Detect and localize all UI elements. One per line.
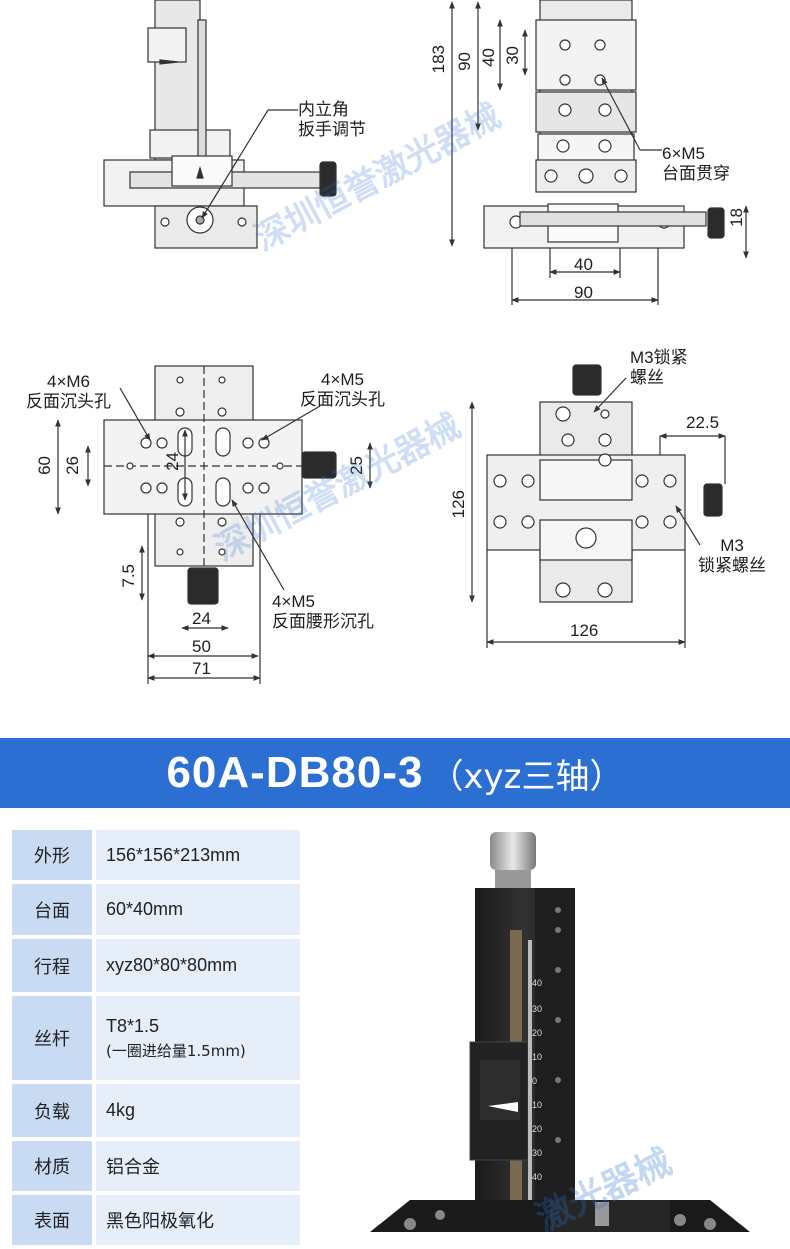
spec-key: 行程 [12, 939, 92, 992]
top-left-view [103, 0, 337, 249]
dim-71: 71 [192, 659, 211, 678]
knob [490, 832, 536, 870]
scale: 40 30 20 10 0 10 20 30 40 [532, 978, 542, 1182]
svg-text:0: 0 [532, 1076, 537, 1086]
product-photo: 40 30 20 10 0 10 20 30 40 激光器械 [370, 832, 750, 1232]
spec-key: 外形 [12, 830, 92, 880]
spec-value: 黑色阳极氧化 [96, 1195, 300, 1245]
callout-4xm6: 4×M6 反面沉头孔 [26, 372, 111, 411]
callout-wrench: 内立角 扳手调节 [298, 100, 366, 139]
spec-table: 外形 156*156*213mm 台面 60*40mm 行程 xyz80*80*… [12, 830, 300, 1249]
dim-18: 18 [727, 208, 746, 227]
svg-text:20: 20 [532, 1124, 542, 1134]
svg-text:30: 30 [532, 1004, 542, 1014]
spec-key: 台面 [12, 884, 92, 935]
spec-value: T8*1.5 (一圈进给量1.5mm) [96, 996, 300, 1080]
bottom-right-view [469, 364, 726, 648]
dim-30v: 30 [503, 46, 522, 65]
dim-26: 26 [63, 456, 82, 475]
svg-text:10: 10 [532, 1100, 542, 1110]
dim-24h: 24 [192, 609, 211, 628]
dim-126h: 126 [570, 621, 599, 640]
spec-key: 表面 [12, 1195, 92, 1245]
svg-text:40: 40 [532, 978, 542, 988]
dim-60: 60 [35, 456, 54, 475]
callout-4xm5-slot: 4×M5 反面腰形沉孔 [272, 592, 374, 631]
dim-40v: 40 [479, 48, 498, 67]
spec-row: 行程 xyz80*80*80mm [12, 939, 300, 992]
spec-row: 材质 铝合金 [12, 1141, 300, 1191]
dim-22-5: 22.5 [686, 413, 720, 432]
svg-text:10: 10 [532, 1052, 542, 1062]
callout-4xm5: 4×M5 反面沉头孔 [300, 370, 385, 409]
top-right-view [449, 0, 749, 305]
dim-40h: 40 [574, 255, 593, 274]
model-title: 60A-DB80-3 [166, 748, 424, 797]
dim-183: 183 [429, 45, 448, 74]
dim-90h: 90 [574, 283, 593, 302]
spec-row: 外形 156*156*213mm [12, 830, 300, 880]
spec-row: 负载 4kg [12, 1084, 300, 1137]
bottom-left-view [55, 365, 373, 684]
model-banner: 60A-DB80-3 （xyz三轴） [0, 738, 790, 808]
spec-value: 156*156*213mm [96, 830, 300, 880]
dim-24v: 24 [163, 452, 182, 471]
technical-drawings [55, 0, 749, 684]
dim-126v: 126 [449, 490, 468, 519]
axis-note: （xyz三轴） [429, 756, 624, 797]
spec-row: 表面 黑色阳极氧化 [12, 1195, 300, 1245]
svg-text:30: 30 [532, 1148, 542, 1158]
dim-50: 50 [192, 637, 211, 656]
dim-90v: 90 [455, 52, 474, 71]
spec-subnote: (一圈进给量1.5mm) [106, 1041, 246, 1060]
spec-value: 60*40mm [96, 884, 300, 935]
dim-7-5: 7.5 [119, 564, 138, 588]
spec-value: 4kg [96, 1084, 300, 1137]
svg-text:20: 20 [532, 1028, 542, 1038]
spec-key: 丝杆 [12, 996, 92, 1080]
spec-value: 铝合金 [96, 1141, 300, 1191]
callout-m3-top: M3锁紧 螺丝 [630, 348, 688, 387]
spec-row: 丝杆 T8*1.5 (一圈进给量1.5mm) [12, 996, 300, 1080]
callout-m3-side: M3 锁紧螺丝 [698, 536, 766, 575]
svg-text:40: 40 [532, 1172, 542, 1182]
spec-key: 负载 [12, 1084, 92, 1137]
spec-value: xyz80*80*80mm [96, 939, 300, 992]
callout-6xm5: 6×M5 台面贯穿 [662, 144, 730, 183]
spec-row: 台面 60*40mm [12, 884, 300, 935]
spec-key: 材质 [12, 1141, 92, 1191]
